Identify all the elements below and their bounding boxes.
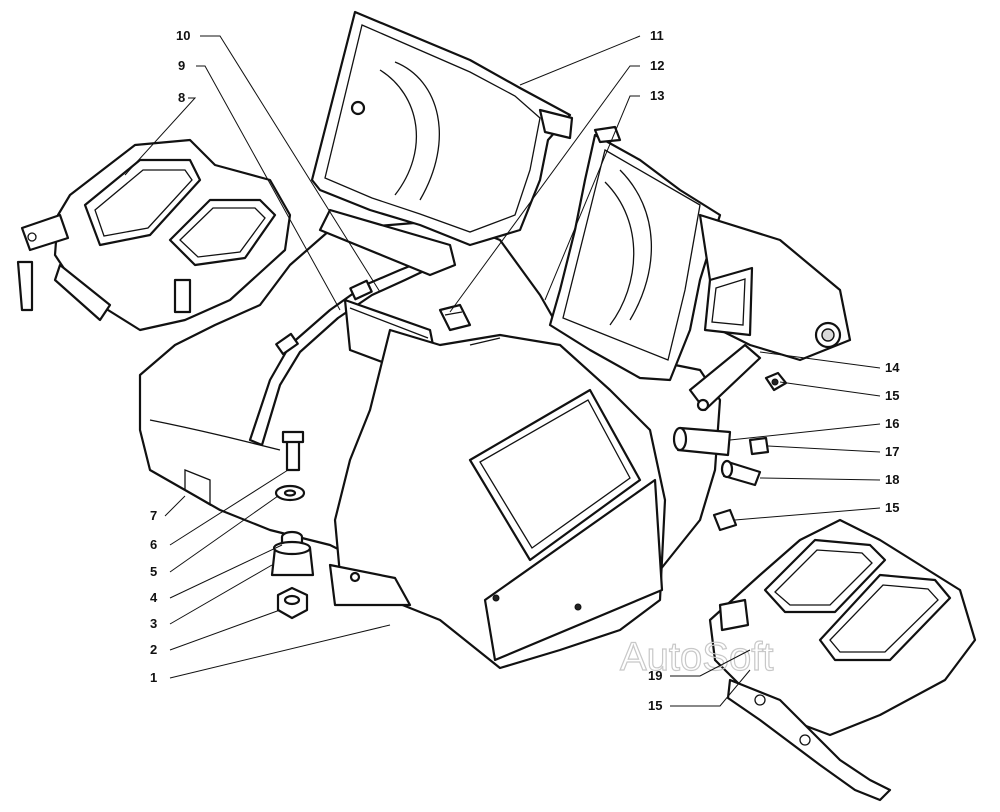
watermark-text: AutoSoft	[620, 635, 773, 679]
screw-15-mid	[712, 508, 738, 532]
callout-7: 7	[150, 508, 157, 523]
callout-16: 16	[885, 416, 899, 431]
callout-13: 13	[650, 88, 664, 103]
leader-lines	[124, 35, 881, 707]
fan-housing-cover-11	[310, 10, 574, 277]
bracket-14	[688, 343, 762, 412]
fan-housing-half-13	[548, 125, 852, 382]
callout-10: 10	[176, 28, 190, 43]
callout-5: 5	[150, 564, 157, 579]
callout-2: 2	[150, 642, 157, 657]
callout-18: 18	[885, 472, 899, 487]
callout-11: 11	[650, 28, 664, 43]
callout-15-bottom: 15	[648, 698, 662, 713]
left-air-distributor	[16, 138, 292, 332]
washer-5	[274, 484, 306, 502]
callout-15-top: 15	[885, 388, 899, 403]
screw-15-top	[764, 371, 788, 392]
grommet-3	[270, 540, 315, 577]
callout-14: 14	[885, 360, 900, 375]
callout-19: 19	[648, 668, 662, 683]
callout-3: 3	[150, 616, 157, 631]
screw-17	[748, 436, 770, 456]
nut-2	[276, 586, 309, 620]
callout-6: 6	[150, 537, 157, 552]
tube-16	[672, 426, 732, 457]
callout-1: 1	[150, 670, 157, 685]
callout-8: 8	[178, 90, 185, 105]
pin-18	[720, 459, 762, 487]
callout-4: 4	[150, 590, 158, 605]
callout-12: 12	[650, 58, 664, 73]
callout-labels: 1 2 3 4 5 6 7 8 9 10 11 12 13 14 15 16 1…	[150, 28, 900, 713]
callout-9: 9	[178, 58, 185, 73]
callout-17: 17	[885, 444, 899, 459]
lower-housing-1	[328, 328, 667, 670]
callout-15-middle: 15	[885, 500, 899, 515]
right-air-distributor	[708, 518, 977, 802]
bolt-6	[281, 430, 305, 472]
